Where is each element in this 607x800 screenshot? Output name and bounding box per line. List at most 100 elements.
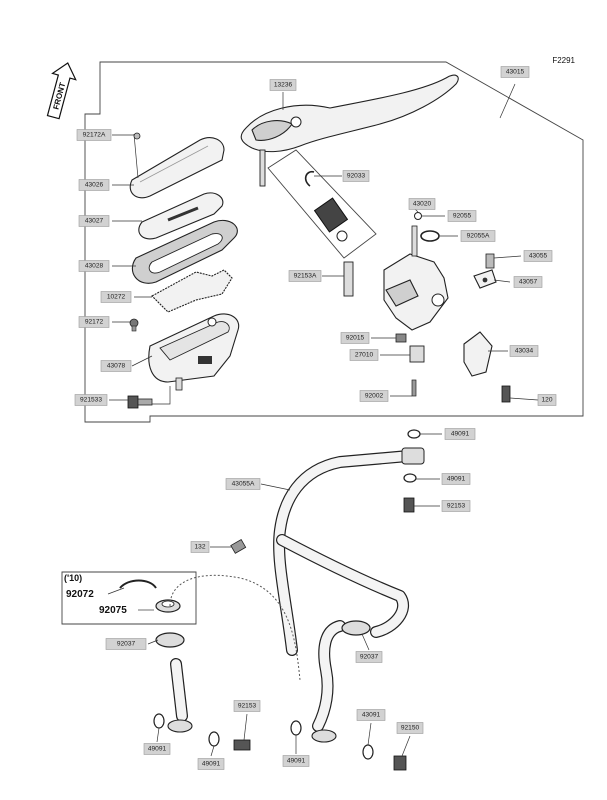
- part-label-text: 49091: [287, 758, 306, 765]
- part-label-92172A: 92172A: [76, 129, 112, 141]
- part-label-box: [509, 345, 539, 357]
- part-label-box: [100, 291, 132, 303]
- part-label-43020: 43020: [408, 198, 436, 210]
- bold-label-92075: 92075: [99, 605, 127, 616]
- brake-hose-43055A-part: [273, 450, 414, 732]
- part-label-92037: 92037: [355, 651, 383, 663]
- front-arrow-icon: FRONT: [46, 62, 77, 120]
- clip-92072-part: [119, 579, 157, 589]
- part-label-49091: 49091: [282, 755, 310, 767]
- washer-upper-49091-part: [407, 429, 421, 439]
- clamp-92037-right-part: [341, 620, 371, 636]
- part-label-box: [105, 638, 147, 650]
- part-label-box: [537, 394, 557, 406]
- part-label-text: 92055A: [467, 233, 490, 240]
- part-label-43057: 43057: [513, 276, 543, 288]
- part-label-text: 43091: [362, 712, 381, 719]
- part-label-box: [447, 210, 477, 222]
- part-label-text: 132: [194, 544, 205, 551]
- part-label-49091: 49091: [444, 428, 476, 440]
- part-label-box: [355, 651, 383, 663]
- part-label-text: 43020: [413, 201, 432, 208]
- part-label-box: [225, 478, 261, 490]
- part-label-box: [143, 743, 171, 755]
- bolt-92153-upper-part: [403, 497, 415, 513]
- part-label-text: 92172: [85, 319, 104, 326]
- part-label-120: 120: [537, 394, 557, 406]
- part-label-box: [408, 198, 436, 210]
- bolt-92153-lower-part: [233, 739, 251, 751]
- part-label-box: [441, 500, 471, 512]
- part-label-box: [342, 170, 370, 182]
- part-label-text: 92015: [346, 335, 365, 342]
- reservoir-body-part: [148, 313, 240, 391]
- part-label-92153: 92153: [441, 500, 471, 512]
- part-label-43055A: 43055A: [225, 478, 261, 490]
- bolt-92150-part: [393, 755, 407, 771]
- leader-49091c: [156, 727, 160, 743]
- part-label-box: [76, 129, 112, 141]
- part-label-box: [288, 270, 322, 282]
- leader-92153c: [243, 713, 248, 741]
- pin-subframe: [267, 149, 377, 259]
- part-label-text: 43055: [529, 253, 548, 260]
- part-label-box: [269, 79, 297, 91]
- screw-92172A-part: [133, 132, 141, 179]
- part-label-92037: 92037: [105, 638, 147, 650]
- leader-43091: [367, 722, 372, 746]
- part-label-92153A: 92153A: [288, 270, 322, 282]
- part-label-92015: 92015: [340, 332, 370, 344]
- leader-92037a: [147, 639, 159, 645]
- leader-120: [509, 397, 539, 401]
- part-label-text: 43026: [85, 182, 104, 189]
- part-label-box: [523, 250, 553, 262]
- part-label-box: [349, 349, 379, 361]
- part-label-text: 92153A: [294, 273, 317, 280]
- leader-921533-frame: [152, 386, 171, 405]
- assembly-frame: [84, 61, 584, 423]
- part-label-text: 92055: [453, 213, 472, 220]
- part-label-43055: 43055: [523, 250, 553, 262]
- part-label-text: 43027: [85, 218, 104, 225]
- switch-27010-part: [409, 345, 425, 363]
- part-label-43015: 43015: [500, 66, 530, 78]
- part-label-text: 49091: [451, 431, 470, 438]
- reservoir-cap-part: [129, 137, 225, 199]
- part-label-text: 27010: [355, 352, 374, 359]
- part-label-text: 49091: [447, 476, 466, 483]
- part-label-92055: 92055: [447, 210, 477, 222]
- part-label-box: [78, 260, 110, 272]
- part-label-text: 43015: [506, 69, 525, 76]
- part-label-43027: 43027: [78, 215, 110, 227]
- washer-mid-49091-part: [403, 473, 417, 483]
- part-label-text: 43057: [519, 279, 538, 286]
- fitting-upper-part: [401, 447, 425, 465]
- bolt-120-part: [501, 385, 511, 403]
- oring-92055A-part: [420, 230, 440, 242]
- bold-label-92072: 92072: [66, 589, 94, 600]
- grommet-92075-part: [155, 599, 181, 613]
- part-label-text: 43078: [107, 363, 126, 370]
- part-label-box: [356, 709, 386, 721]
- leader-92150: [401, 735, 411, 757]
- leader-92037b: [361, 633, 370, 651]
- pin-part: [313, 197, 349, 242]
- part-label-92002: 92002: [359, 390, 389, 402]
- leader-43078: [131, 355, 153, 367]
- part-label-92153: 92153: [233, 700, 261, 712]
- part-label-text: 49091: [202, 761, 221, 768]
- part-label-text: 49091: [148, 746, 167, 753]
- leader-92072: [107, 587, 125, 595]
- part-label-text: 120: [541, 397, 552, 404]
- master-cylinder-part: [383, 225, 449, 331]
- diagram-code: F2291: [552, 56, 575, 65]
- bolt-92153A-part: [343, 261, 354, 297]
- part-label-92033: 92033: [342, 170, 370, 182]
- part-label-box: [460, 230, 496, 242]
- diaphragm-plate-part: [138, 192, 224, 240]
- washer-lower-49091-part: [153, 713, 374, 760]
- part-label-box: [78, 215, 110, 227]
- leader-43057: [493, 279, 511, 283]
- part-label-text: 921533: [80, 397, 102, 404]
